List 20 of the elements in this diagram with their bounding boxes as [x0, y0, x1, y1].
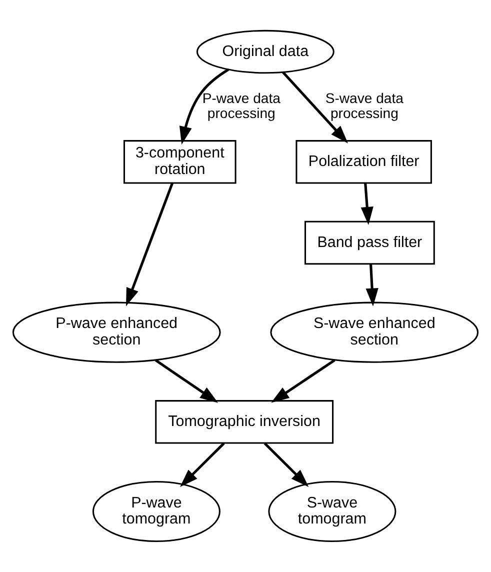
- node-ellipse: Original data: [196, 30, 334, 74]
- arrow: [264, 442, 309, 487]
- node-ellipse: P-wave tomogram: [92, 480, 220, 542]
- arrow: [154, 359, 218, 403]
- arrow: [126, 182, 174, 306]
- node-ellipse: S-wave tomogram: [268, 480, 396, 542]
- arrow: [360, 183, 374, 226]
- node-box: Band pass filter: [304, 220, 435, 265]
- edge-label: S-wave data processing: [325, 90, 404, 122]
- arrow: [282, 71, 348, 144]
- node-box: Polalization filter: [296, 140, 432, 184]
- arrow: [271, 359, 336, 403]
- node-ellipse: S-wave enhanced section: [270, 302, 479, 363]
- arrow: [180, 442, 225, 487]
- node-box: 3-component rotation: [123, 140, 236, 184]
- arrow: [366, 264, 378, 306]
- node-box: Tomographic inversion: [155, 400, 334, 444]
- arrow: [179, 68, 230, 145]
- node-ellipse: P-wave enhanced section: [12, 302, 221, 363]
- edge-label: P-wave data processing: [202, 90, 280, 122]
